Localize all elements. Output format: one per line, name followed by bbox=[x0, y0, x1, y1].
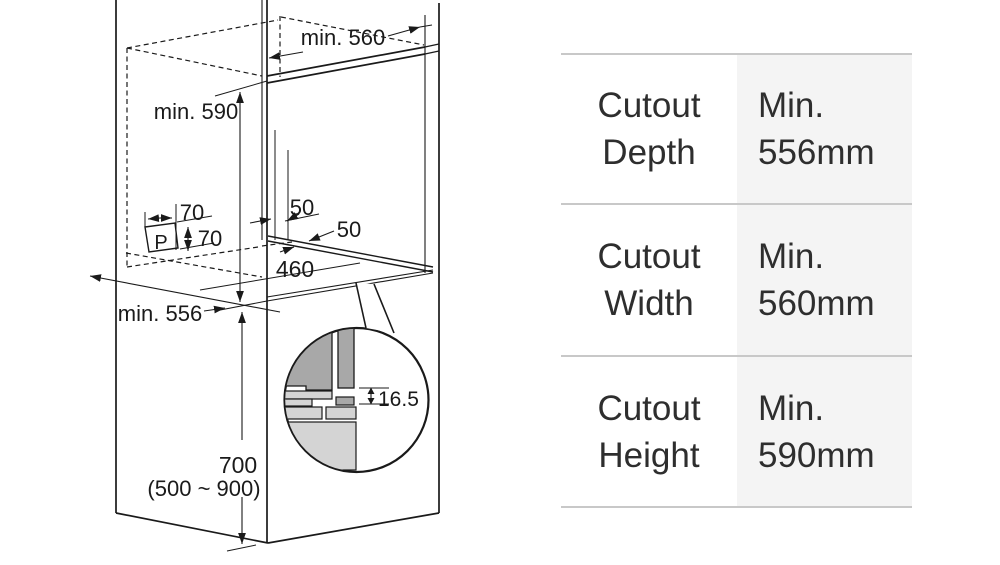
dim-min-560 bbox=[268, 24, 433, 60]
dim-50-side bbox=[249, 212, 320, 225]
dim-min-556 bbox=[89, 274, 281, 314]
spec-value-line1: Min. bbox=[758, 237, 825, 276]
dim-700 bbox=[226, 312, 257, 552]
label-min-560: min. 560 bbox=[301, 25, 385, 50]
spec-value-depth: Min. 556mm bbox=[737, 55, 912, 203]
diagram-labels: min. 560 min. 590 70 70 50 50 460 min. 5… bbox=[118, 25, 385, 501]
spec-row-depth: Cutout Depth Min. 556mm bbox=[561, 55, 912, 205]
dim-16-5 bbox=[359, 387, 389, 405]
dimension-lines bbox=[89, 24, 433, 552]
spec-value-line1: Min. bbox=[758, 86, 825, 125]
cabinet-structure bbox=[115, 0, 440, 544]
label-460: 460 bbox=[276, 256, 314, 282]
dim-70-horizontal bbox=[144, 212, 172, 228]
spec-value-line1: Min. bbox=[758, 388, 825, 428]
label-700: 700 bbox=[219, 452, 257, 478]
label-500-900: (500 ~ 900) bbox=[147, 476, 260, 501]
spec-value-line2: 560mm bbox=[758, 284, 875, 323]
dim-70-vertical bbox=[176, 215, 215, 251]
installation-diagram: P min. 560 min. 590 70 70 50 50 460 min.… bbox=[89, 0, 440, 552]
label-min-556: min. 556 bbox=[118, 301, 202, 326]
dim-50-front bbox=[279, 230, 335, 255]
label-16-5: 16.5 bbox=[378, 388, 419, 411]
installation-diagram-svg: P min. 560 min. 590 70 70 50 50 460 min.… bbox=[89, 0, 440, 552]
label-50-front: 50 bbox=[337, 217, 361, 242]
niche-hidden-edges bbox=[125, 16, 425, 278]
spec-label-line2: Width bbox=[604, 284, 694, 323]
plug-label: P bbox=[154, 232, 167, 254]
spec-label-depth: Cutout Depth bbox=[561, 55, 737, 203]
spec-label-line1: Cutout bbox=[597, 237, 701, 276]
spec-label-line2: Height bbox=[598, 435, 700, 475]
spec-row-height: Cutout Height Min. 590mm bbox=[561, 357, 912, 508]
spec-value-line2: 590mm bbox=[758, 435, 875, 475]
dim-min-590 bbox=[214, 80, 268, 302]
spec-value-line2: 556mm bbox=[758, 133, 875, 172]
spec-row-width: Cutout Width Min. 560mm bbox=[561, 205, 912, 357]
spec-label-width: Cutout Width bbox=[561, 205, 737, 355]
detail-pointer bbox=[355, 282, 395, 334]
label-70-h: 70 bbox=[180, 200, 204, 225]
label-50-side: 50 bbox=[290, 195, 314, 220]
spec-value-height: Min. 590mm bbox=[737, 357, 912, 506]
spec-table: Cutout Depth Min. 556mm Cutout Width Min… bbox=[561, 53, 912, 508]
spec-label-line2: Depth bbox=[602, 133, 696, 172]
label-min-590: min. 590 bbox=[154, 99, 238, 124]
spec-label-height: Cutout Height bbox=[561, 357, 737, 506]
spec-label-line1: Cutout bbox=[597, 388, 701, 428]
power-outlet-box: P bbox=[144, 204, 179, 254]
spec-label-line1: Cutout bbox=[597, 86, 701, 125]
label-70-v: 70 bbox=[198, 226, 222, 251]
detail-circle: 16.5 bbox=[283, 282, 430, 474]
spec-value-width: Min. 560mm bbox=[737, 205, 912, 355]
